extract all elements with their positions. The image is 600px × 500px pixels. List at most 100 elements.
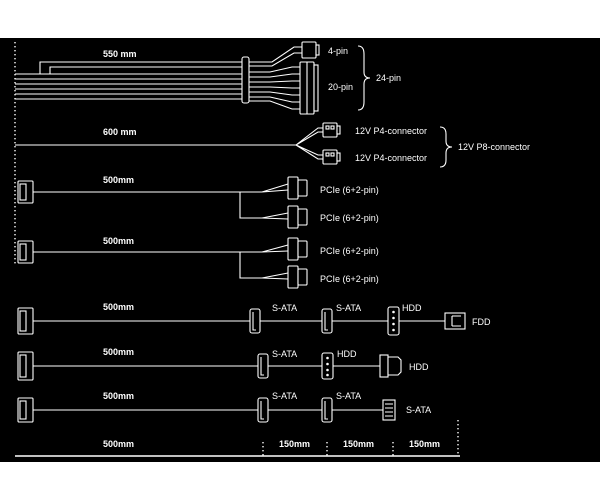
connector-body	[257, 353, 269, 379]
connector-body	[322, 149, 338, 165]
connector-6pin-body	[287, 176, 299, 200]
sata-label: S-ATA	[406, 405, 431, 415]
connector-2pin-body	[297, 179, 308, 197]
atx-20pin-wires	[249, 66, 300, 110]
molex-hdd-connector	[387, 306, 400, 336]
cpu-p4-connector-b	[322, 149, 341, 165]
pcie-cable-1-wire	[33, 183, 289, 220]
scale-segment-label: 150mm	[343, 439, 374, 449]
cpu-12v-cable: 600 mm 12V P4-connector 12V P4-connector…	[15, 122, 530, 168]
connector-body	[321, 308, 333, 334]
plug-latch	[19, 354, 27, 378]
atx-24pin-cable: 550 mm 4-pin 20-pin 24-pin	[15, 41, 401, 115]
connector-pin	[326, 368, 329, 372]
connector-shell	[387, 356, 402, 376]
connector-pin	[326, 356, 329, 360]
connector-body	[322, 122, 338, 138]
hdd-label: HDD	[409, 362, 429, 372]
psu-modular-plug	[17, 307, 34, 335]
pcie-cable-2-wire	[33, 244, 289, 280]
pcie-cable-2: 500mm PCIe (6+2-pin) PCIe (6+2-pin)	[17, 236, 379, 289]
cpu-brace	[439, 126, 453, 168]
peripheral-cable-3: 500mm S-ATA S-ATA S-ATA	[17, 391, 431, 423]
psu-modular-plug	[17, 240, 34, 264]
hdd-label: HDD	[402, 303, 422, 313]
connector-pin	[392, 316, 395, 320]
connector-2pin-body	[297, 268, 308, 286]
connector-pin	[325, 125, 330, 130]
connector-pin	[330, 125, 335, 130]
molex-hdd-connector	[321, 352, 334, 380]
cpu-p4-connector-a	[322, 122, 341, 138]
connector-body	[382, 399, 396, 421]
pcie-connector	[287, 237, 308, 261]
connector-slot	[252, 312, 256, 331]
connector-slot	[324, 312, 328, 331]
fdd-connector	[444, 312, 466, 330]
length-scale: 500mm 150mm 150mm 150mm	[15, 420, 460, 457]
sata-label: S-ATA	[336, 303, 361, 313]
sata-label: S-ATA	[272, 349, 297, 359]
connector-latch	[315, 44, 320, 56]
pcie-connector	[287, 265, 308, 289]
connector-slot	[451, 315, 461, 327]
connector-2pin-body	[297, 208, 308, 226]
atx-20pin-connector	[299, 61, 319, 115]
connector-latch	[336, 152, 341, 162]
pcie-cable-2-length: 500mm	[103, 236, 134, 246]
connector-body	[321, 352, 334, 380]
connector-pin	[392, 310, 395, 314]
connector-body	[321, 397, 333, 423]
cpu-cable-length: 600 mm	[103, 127, 137, 137]
pcie-label: PCIe (6+2-pin)	[320, 185, 379, 195]
connector-2pin-body	[297, 240, 308, 258]
pcie-label: PCIe (6+2-pin)	[320, 274, 379, 284]
psu-modular-plug	[17, 351, 34, 381]
cpu-p4-label-a: 12V P4-connector	[355, 126, 427, 136]
cpu-cable-fan-wires	[295, 127, 323, 160]
atx-4pin-label: 4-pin	[328, 46, 348, 56]
atx-4pin-connector	[301, 41, 320, 59]
plug-latch	[19, 400, 27, 420]
connector-pin	[326, 373, 329, 377]
hdd-label: HDD	[337, 349, 357, 359]
atx-cable-sleeve-clip	[241, 56, 250, 104]
atx-4pin-wires	[249, 46, 302, 67]
atx-24pin-label: 24-pin	[376, 73, 401, 83]
atx-cable-wires	[15, 61, 242, 100]
connector-pin	[326, 362, 329, 366]
sata-end-connector	[382, 399, 396, 421]
connector-body	[379, 354, 389, 378]
sata-connector	[321, 308, 333, 334]
connector-6pin-body	[287, 237, 299, 261]
connector-slot	[324, 401, 328, 420]
connector-pin	[325, 152, 330, 157]
connector-body	[444, 312, 466, 330]
connector-pin	[392, 322, 395, 326]
peripheral-cable-2: 500mm S-ATA HDD HDD	[17, 347, 429, 381]
sata-label: S-ATA	[336, 391, 361, 401]
connector-pin	[330, 152, 335, 157]
pcie-connector	[287, 205, 308, 229]
connector-latch	[336, 125, 341, 135]
atx-brace	[357, 45, 371, 111]
pcie-cable-1-length: 500mm	[103, 175, 134, 185]
scale-segment-label: 150mm	[409, 439, 440, 449]
plug-latch	[19, 310, 27, 332]
atx-cable-length: 550 mm	[103, 49, 137, 59]
sata-label: S-ATA	[272, 303, 297, 313]
connector-slot	[260, 357, 264, 376]
connector-latch	[313, 64, 319, 112]
connector-6pin-body	[287, 265, 299, 289]
sata-connector	[321, 397, 333, 423]
sata-connector	[257, 353, 269, 379]
pcie-label: PCIe (6+2-pin)	[320, 246, 379, 256]
connector-ridges	[385, 403, 393, 417]
fdd-label: FDD	[472, 317, 491, 327]
atx-20pin-label: 20-pin	[328, 82, 353, 92]
pcie-cable-1: 500mm PCIe (6+2-pin) PCIe (6+2-pin)	[17, 175, 379, 229]
connector-pin	[392, 328, 395, 332]
peripheral-cable-2-length: 500mm	[103, 347, 134, 357]
pcie-label: PCIe (6+2-pin)	[320, 213, 379, 223]
